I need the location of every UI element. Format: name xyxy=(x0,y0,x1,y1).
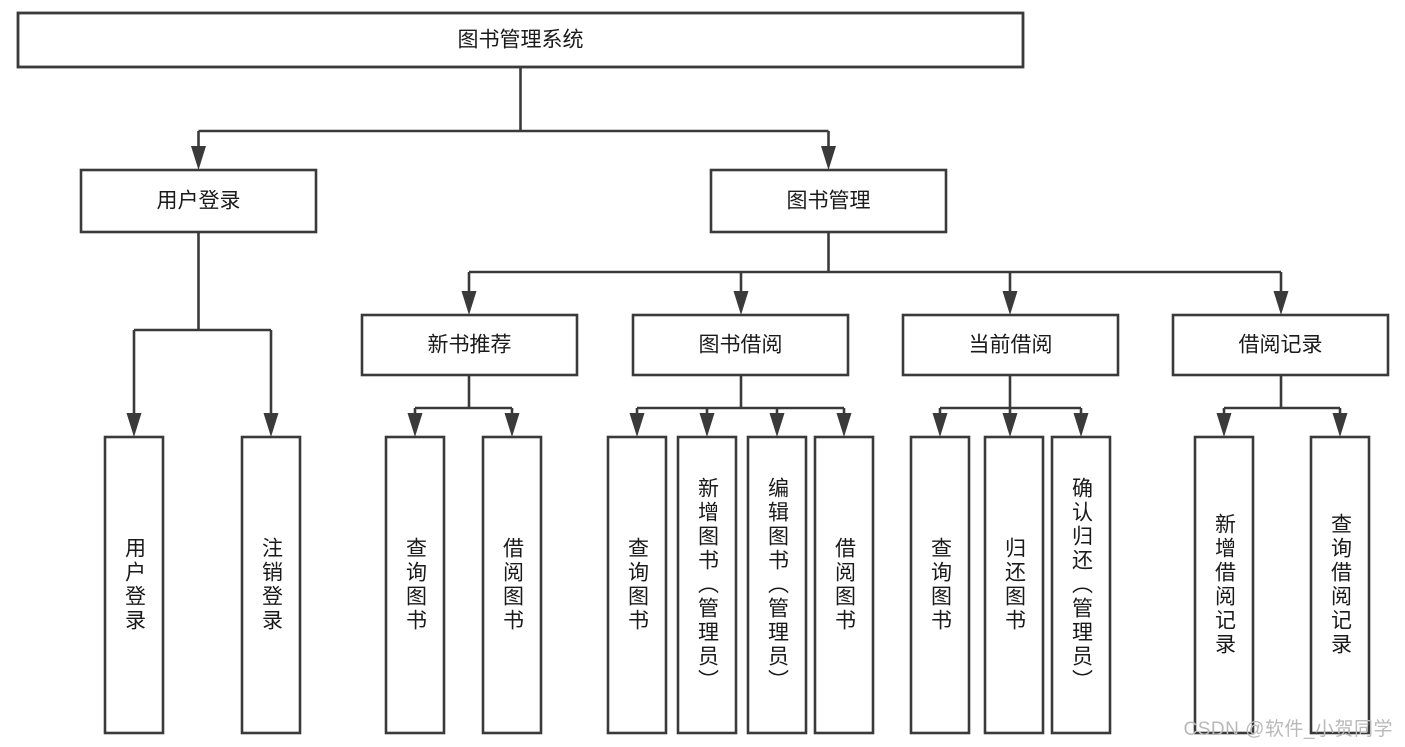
node-borrow-record[interactable]: 借阅记录 xyxy=(1171,313,1390,377)
leaf-logout-label: 注销登录 xyxy=(259,537,283,633)
node-root-label: 图书管理系统 xyxy=(458,29,584,52)
leaf-query-book-borrow[interactable]: 查询图书 xyxy=(606,435,668,735)
node-book-management-label: 图书管理 xyxy=(787,190,871,213)
leaf-confirm-return-admin-labelbox: 确认归还（管理员） xyxy=(1069,477,1093,693)
leaf-query-book-current-labelbox: 查询图书 xyxy=(928,537,952,633)
leaf-query-book-borrow-labelbox: 查询图书 xyxy=(625,537,649,633)
leaf-query-book-borrow-label: 查询图书 xyxy=(625,537,649,633)
leaf-borrow-book-borrow-box xyxy=(813,435,875,735)
arrowhead-current-leaf2 xyxy=(1002,413,1018,437)
leaf-edit-book-admin-labelbox: 编辑图书（管理员） xyxy=(765,477,789,693)
leaf-edit-book-admin-label: 编辑图书（管理员） xyxy=(765,477,789,693)
leaf-borrow-book-newbook-box xyxy=(481,435,543,735)
arrowhead-current-leaf1 xyxy=(932,413,948,437)
arrowhead-newbook xyxy=(461,291,477,315)
leaf-add-borrow-record-label: 新增借阅记录 xyxy=(1212,513,1236,657)
leaf-query-book-current-label: 查询图书 xyxy=(928,537,952,633)
leaf-confirm-return-admin-label: 确认归还（管理员） xyxy=(1069,477,1093,693)
arrowhead-borrow-leaf2 xyxy=(699,413,715,437)
arrowhead-borrow-leaf1 xyxy=(629,413,645,437)
leaf-borrow-book-borrow-label: 借阅图书 xyxy=(832,537,856,633)
leaf-user-login-labelbox: 用户登录 xyxy=(122,537,146,633)
leaf-edit-book-admin[interactable]: 编辑图书（管理员） xyxy=(746,435,808,735)
arrowhead-current-leaf3 xyxy=(1073,413,1089,437)
leaf-add-book-admin-labelbox: 新增图书（管理员） xyxy=(695,477,719,693)
arrowhead-leaf-logout xyxy=(263,413,279,437)
leaf-add-borrow-record[interactable]: 新增借阅记录 xyxy=(1193,435,1255,735)
leaf-query-book-newbook[interactable]: 查询图书 xyxy=(384,435,446,735)
leaf-query-borrow-record-box xyxy=(1309,435,1371,735)
leaf-query-book-newbook-label: 查询图书 xyxy=(403,537,427,633)
arrowhead-borrow-record xyxy=(1273,291,1289,315)
leaf-user-login-box xyxy=(103,435,165,735)
arrowhead-current-borrow xyxy=(1002,291,1018,315)
node-root-system[interactable]: 图书管理系统 xyxy=(16,11,1025,69)
leaf-confirm-return-admin[interactable]: 确认归还（管理员） xyxy=(1050,435,1112,735)
leaf-query-borrow-record-labelbox: 查询借阅记录 xyxy=(1328,513,1352,657)
leaf-add-borrow-record-box xyxy=(1193,435,1255,735)
arrowhead-borrow xyxy=(733,291,749,315)
node-current-borrow-label: 当前借阅 xyxy=(969,334,1053,357)
node-book-management-box xyxy=(709,168,948,234)
leaf-query-borrow-record[interactable]: 查询借阅记录 xyxy=(1309,435,1371,735)
arrowhead-newbook-leaf1 xyxy=(407,413,423,437)
node-user-login[interactable]: 用户登录 xyxy=(79,168,318,234)
leaf-query-book-newbook-labelbox: 查询图书 xyxy=(403,537,427,633)
leaf-user-login[interactable]: 用户登录 xyxy=(103,435,165,735)
node-new-book-recommend-label: 新书推荐 xyxy=(428,334,512,357)
node-user-login-label: 用户登录 xyxy=(157,190,241,213)
leaf-edit-book-admin-box xyxy=(746,435,808,735)
node-book-borrow-label: 图书借阅 xyxy=(699,334,783,357)
arrowhead-user-login xyxy=(191,146,206,170)
node-new-book-recommend-box xyxy=(360,313,579,377)
leaf-return-book-box xyxy=(983,435,1045,735)
leaf-add-book-admin-label: 新增图书（管理员） xyxy=(695,477,719,693)
arrowhead-book-mgmt xyxy=(821,146,836,170)
node-book-management[interactable]: 图书管理 xyxy=(709,168,948,234)
node-borrow-record-box xyxy=(1171,313,1390,377)
leaf-return-book-label: 归还图书 xyxy=(1002,537,1026,633)
arrowhead-record-leaf1 xyxy=(1216,413,1232,437)
leaf-add-borrow-record-labelbox: 新增借阅记录 xyxy=(1212,513,1236,657)
leaf-borrow-book-newbook-labelbox: 借阅图书 xyxy=(500,537,524,633)
arrowhead-record-leaf2 xyxy=(1332,413,1348,437)
leaf-borrow-book-newbook[interactable]: 借阅图书 xyxy=(481,435,543,735)
leaf-confirm-return-admin-box xyxy=(1050,435,1112,735)
node-current-borrow[interactable]: 当前借阅 xyxy=(901,313,1120,377)
node-current-borrow-box xyxy=(901,313,1120,377)
leaf-logout[interactable]: 注销登录 xyxy=(240,435,302,735)
leaf-query-book-borrow-box xyxy=(606,435,668,735)
arrowhead-borrow-leaf4 xyxy=(836,413,852,437)
leaf-user-login-label: 用户登录 xyxy=(122,537,146,633)
leaf-borrow-book-borrow-labelbox: 借阅图书 xyxy=(832,537,856,633)
leaf-return-book[interactable]: 归还图书 xyxy=(983,435,1045,735)
leaf-query-book-newbook-box xyxy=(384,435,446,735)
leaf-return-book-labelbox: 归还图书 xyxy=(1002,537,1026,633)
node-user-login-box xyxy=(79,168,318,234)
arrowhead-leaf-user-login xyxy=(126,413,142,437)
arrowhead-newbook-leaf2 xyxy=(504,413,520,437)
node-borrow-record-label: 借阅记录 xyxy=(1239,334,1323,357)
leaf-borrow-book-newbook-label: 借阅图书 xyxy=(500,537,524,633)
node-new-book-recommend[interactable]: 新书推荐 xyxy=(360,313,579,377)
connector-layer xyxy=(126,67,1348,437)
leaf-logout-box xyxy=(240,435,302,735)
leaf-logout-labelbox: 注销登录 xyxy=(259,537,283,633)
leaf-add-book-admin-box xyxy=(676,435,738,735)
leaf-query-borrow-record-label: 查询借阅记录 xyxy=(1328,513,1352,657)
node-book-borrow-box xyxy=(631,313,850,377)
arrowhead-borrow-leaf3 xyxy=(769,413,785,437)
leaf-query-book-current-box xyxy=(909,435,971,735)
node-book-borrow[interactable]: 图书借阅 xyxy=(631,313,850,377)
leaf-query-book-current[interactable]: 查询图书 xyxy=(909,435,971,735)
leaf-borrow-book-borrow[interactable]: 借阅图书 xyxy=(813,435,875,735)
leaf-add-book-admin[interactable]: 新增图书（管理员） xyxy=(676,435,738,735)
node-root-box xyxy=(16,11,1025,69)
